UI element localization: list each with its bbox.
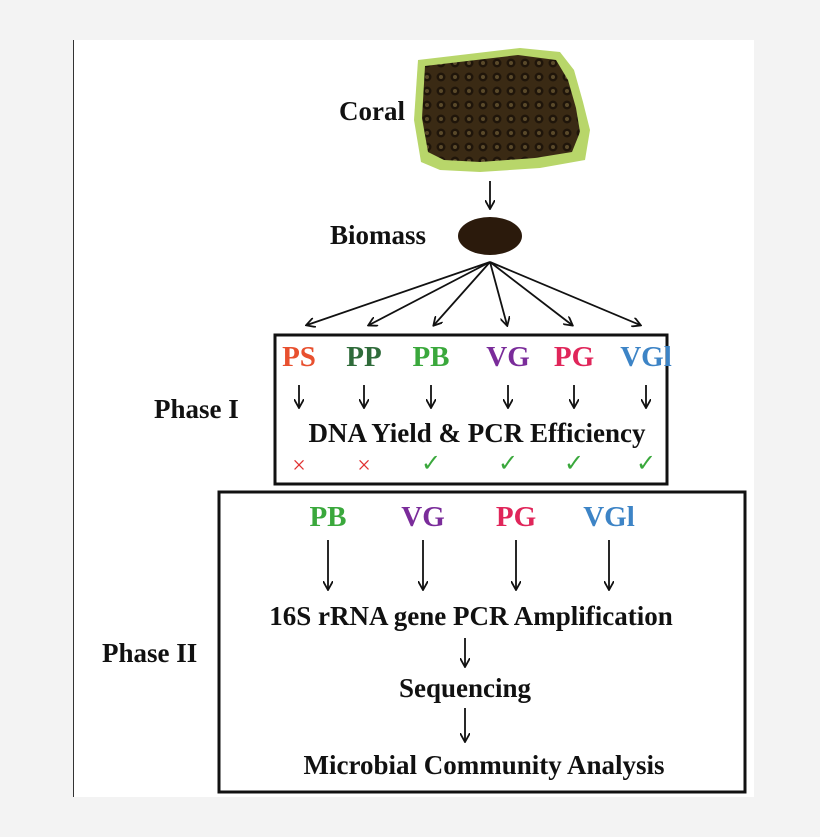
method-label-vgl: VGl	[620, 341, 672, 373]
fan-arrow-vg	[489, 261, 507, 325]
dna-yield-label: DNA Yield & PCR Efficiency	[308, 418, 646, 448]
phase2-box	[217, 490, 747, 794]
method-label-ps: PS	[282, 341, 316, 373]
method-label-pb: PB	[412, 341, 450, 373]
coral-image	[414, 48, 590, 172]
coral-body	[422, 55, 580, 162]
phase2-arrows	[328, 540, 609, 741]
phase2-label-pg: PG	[495, 501, 537, 533]
result-mark-pb: ✓	[420, 451, 442, 477]
fan-arrow-ps	[307, 261, 491, 325]
fan-arrow-pg	[489, 261, 572, 325]
analysis-label: Microbial Community Analysis	[303, 750, 665, 780]
method-label-pp: PP	[346, 341, 382, 373]
phase1-box	[273, 333, 669, 486]
phase2-label-vgl: VGl	[583, 501, 635, 533]
phase1-label: Phase I	[154, 394, 239, 424]
result-mark-vg: ✓	[497, 451, 519, 477]
pcr-amplification-label: 16S rRNA gene PCR Amplification	[269, 601, 673, 631]
sequencing-label: Sequencing	[398, 673, 532, 703]
phase2-label-pb: PB	[309, 501, 347, 533]
result-mark-ps: ×	[292, 453, 306, 479]
phase2-label-vg: VG	[401, 501, 445, 533]
result-mark-pp: ×	[357, 453, 371, 479]
figure-panel	[74, 40, 754, 797]
fan-arrow-pp	[369, 261, 491, 325]
biomass-label: Biomass	[330, 220, 427, 250]
result-mark-pg: ✓	[563, 451, 585, 477]
fan-arrow-vgl	[489, 261, 640, 325]
left-border-line	[73, 40, 74, 797]
biomass-blob	[458, 217, 522, 255]
fan-arrow-pb	[434, 261, 491, 325]
method-label-vg: VG	[486, 341, 530, 373]
method-label-pg: PG	[553, 341, 595, 373]
coral-label: Coral	[339, 96, 405, 126]
fan-arrows	[307, 261, 640, 325]
result-mark-vgl: ✓	[635, 451, 657, 477]
phase1-arrows	[299, 385, 646, 407]
phase2-label: Phase II	[102, 638, 198, 668]
